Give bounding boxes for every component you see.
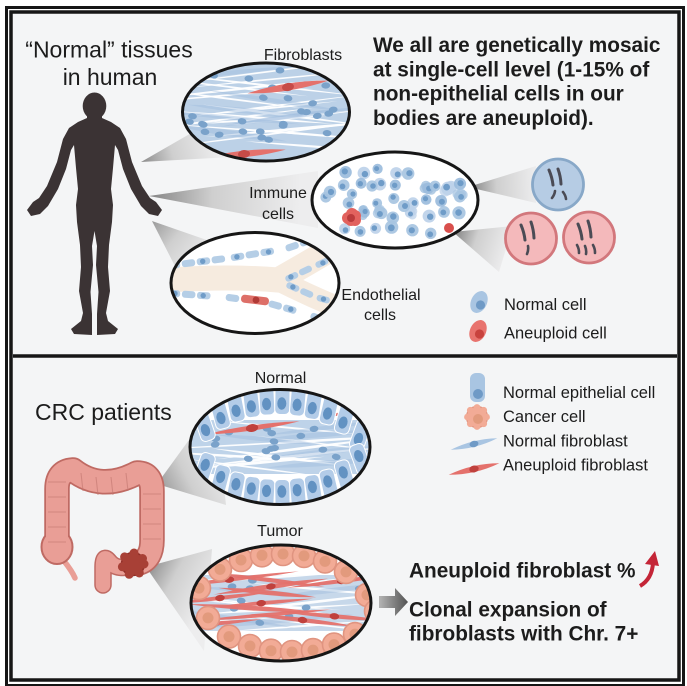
svg-text:at single-cell level (1-15% of: at single-cell level (1-15% of xyxy=(373,58,649,81)
svg-text:Normal: Normal xyxy=(255,370,307,387)
svg-text:Immune: Immune xyxy=(249,185,307,202)
svg-text:Tumor: Tumor xyxy=(257,523,303,540)
svg-text:Aneuploid fibroblast %: Aneuploid fibroblast % xyxy=(409,560,635,583)
svg-text:Fibroblasts: Fibroblasts xyxy=(264,47,342,64)
svg-text:Clonal expansion of: Clonal expansion of xyxy=(409,599,607,622)
svg-text:cells: cells xyxy=(364,307,396,324)
svg-text:non-epithelial cells in our: non-epithelial cells in our xyxy=(373,83,624,106)
svg-text:Aneuploid fibroblast: Aneuploid fibroblast xyxy=(503,457,648,475)
svg-text:Normal cell: Normal cell xyxy=(504,296,587,314)
svg-text:We all are genetically mosaic: We all are genetically mosaic xyxy=(373,34,660,57)
svg-text:Endothelial: Endothelial xyxy=(341,287,420,304)
svg-text:Aneuploid cell: Aneuploid cell xyxy=(504,325,607,343)
svg-text:Normal fibroblast: Normal fibroblast xyxy=(503,433,628,451)
svg-text:“Normal” tissues: “Normal” tissues xyxy=(25,37,192,63)
svg-text:bodies are aneuploid).: bodies are aneuploid). xyxy=(373,107,594,130)
svg-text:cells: cells xyxy=(262,206,294,223)
svg-text:CRC patients: CRC patients xyxy=(35,399,172,425)
svg-text:Cancer cell: Cancer cell xyxy=(503,408,586,426)
svg-text:Normal epithelial cell: Normal epithelial cell xyxy=(503,384,655,402)
svg-text:in human: in human xyxy=(63,64,158,90)
svg-text:fibroblasts with Chr. 7+: fibroblasts with Chr. 7+ xyxy=(409,623,638,646)
